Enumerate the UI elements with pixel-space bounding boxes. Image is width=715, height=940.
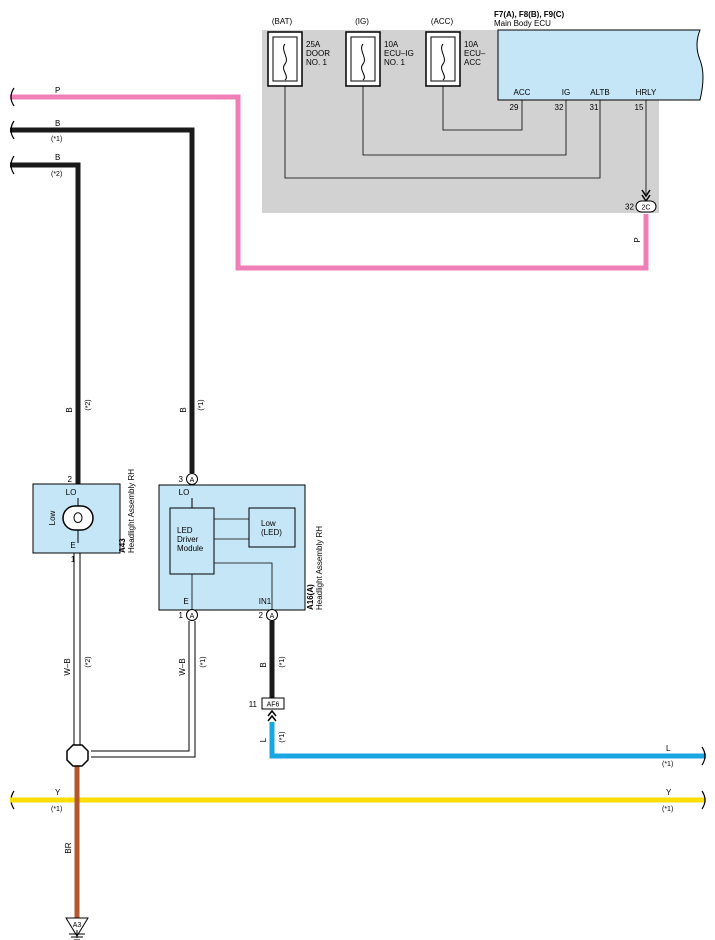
- wire-label-l-vertical: L: [259, 737, 268, 742]
- svg-text:AF6: AF6: [267, 702, 280, 709]
- ecu-name-label: Main Body ECU: [494, 19, 551, 28]
- junction-2c: 2C 32: [625, 189, 657, 213]
- svg-text:A3: A3: [73, 922, 82, 929]
- svg-text:LO: LO: [66, 488, 77, 497]
- svg-text:A: A: [270, 613, 275, 620]
- svg-text:Driver: Driver: [177, 535, 199, 544]
- ground-a3: A3: [65, 917, 89, 940]
- wire-wb-2: [73, 553, 81, 746]
- svg-text:ACC: ACC: [464, 58, 481, 67]
- wire-pink-p: [10, 94, 649, 271]
- svg-text:IN1: IN1: [259, 597, 272, 606]
- svg-text:(LED): (LED): [261, 528, 282, 537]
- svg-text:1: 1: [71, 555, 76, 564]
- wire-break-marks-left: [10, 87, 15, 810]
- main-body-ecu-box: [497, 29, 704, 101]
- svg-text:A: A: [190, 613, 195, 620]
- wire-label-p-top: P: [55, 86, 60, 95]
- ecu-pin-hrly-num: 15: [635, 103, 644, 112]
- headlight-assembly-a43: 2 LO Low E 1 A43 Headlight Assembly RH: [32, 469, 136, 564]
- wire-label-b2-mid-note: (*2): [85, 399, 92, 410]
- wire-label-b1-top: B: [55, 119, 60, 128]
- svg-text:1: 1: [179, 611, 184, 620]
- svg-text:3: 3: [179, 475, 184, 484]
- fuse-door-no1: 25A DOOR NO. 1: [267, 31, 330, 87]
- wire-label-b2-top: B: [55, 153, 60, 162]
- svg-text:Headlight Assembly RH: Headlight Assembly RH: [127, 469, 136, 553]
- fuse-ecuig-source: (IG): [355, 17, 369, 26]
- wire-label-wb1: W–B: [178, 658, 187, 675]
- ecu-pin-acc: ACC: [514, 88, 531, 97]
- ecu-pin-altb-num: 31: [590, 103, 599, 112]
- wire-label-wb2-note: (*2): [85, 656, 92, 667]
- svg-text:E: E: [183, 597, 188, 606]
- wire-label-b1-mid-note: (*1): [198, 399, 205, 410]
- svg-text:Low: Low: [48, 510, 57, 525]
- wire-label-br: BR: [64, 842, 73, 853]
- svg-text:E: E: [70, 541, 75, 550]
- splice-junction: [66, 744, 89, 767]
- fuse-ecu-ig-no1: 10A ECU–IG NO. 1: [345, 31, 414, 87]
- ecu-pin-ig: IG: [562, 88, 570, 97]
- wire-blue-l: [269, 722, 706, 759]
- svg-text:DOOR: DOOR: [306, 49, 330, 58]
- svg-text:32: 32: [625, 203, 634, 212]
- fuse-ecu-acc: 10A ECU– ACC: [425, 31, 486, 87]
- svg-text:2: 2: [259, 611, 264, 620]
- svg-text:A16(A): A16(A): [306, 584, 315, 610]
- wire-label-b-in1-note: (*1): [279, 656, 286, 667]
- svg-text:LO: LO: [179, 488, 190, 497]
- svg-text:Low: Low: [261, 519, 276, 528]
- svg-text:11: 11: [249, 700, 258, 709]
- svg-text:2C: 2C: [642, 205, 651, 212]
- wire-label-l-right: L: [666, 744, 671, 753]
- svg-text:A: A: [190, 477, 195, 484]
- svg-text:ECU–IG: ECU–IG: [384, 49, 414, 58]
- wire-label-p-vertical: P: [633, 237, 642, 242]
- svg-text:10A: 10A: [464, 40, 479, 49]
- wire-wb-1: [91, 621, 196, 758]
- wire-label-y-left-note: (*1): [51, 806, 62, 813]
- ecu-connectors-label: F7(A), F8(B), F9(C): [494, 10, 565, 19]
- ecu-pin-hrly: HRLY: [636, 88, 657, 97]
- svg-text:NO. 1: NO. 1: [306, 58, 327, 67]
- wire-break-marks-right: [701, 746, 706, 810]
- wire-label-b2-top-note: (*2): [51, 171, 62, 178]
- wire-label-y-right-note: (*1): [662, 806, 673, 813]
- wire-label-b2-mid: B: [65, 407, 74, 412]
- svg-text:ECU–: ECU–: [464, 49, 486, 58]
- svg-text:LED: LED: [177, 526, 193, 535]
- svg-text:10A: 10A: [384, 40, 399, 49]
- svg-text:Headlight Assembly RH: Headlight Assembly RH: [315, 526, 324, 610]
- svg-text:NO. 1: NO. 1: [384, 58, 405, 67]
- svg-text:2: 2: [68, 475, 73, 484]
- svg-text:25A: 25A: [306, 40, 321, 49]
- internal-ecu-wiring: [284, 86, 647, 194]
- ecu-pin-acc-num: 29: [510, 103, 519, 112]
- wire-label-wb1-note: (*1): [200, 656, 207, 667]
- headlight-assembly-a16: 3 A LO LED Driver Module Low (LED) E IN1…: [158, 473, 324, 621]
- svg-text:Module: Module: [177, 544, 204, 553]
- wire-label-b1-top-note: (*1): [51, 136, 62, 143]
- wire-label-y-right: Y: [666, 788, 672, 797]
- wire-label-l-right-note: (*1): [662, 761, 673, 768]
- wire-black-b2: [10, 162, 81, 484]
- ecu-pin-ig-num: 32: [555, 103, 564, 112]
- ecu-pin-altb: ALTB: [590, 88, 609, 97]
- connector-af6: AF6 11: [249, 697, 285, 722]
- fuse-door-source: (BAT): [272, 17, 293, 26]
- fuse-acc-source: (ACC): [431, 17, 454, 26]
- wire-label-b1-mid: B: [179, 407, 188, 412]
- wire-label-y-left: Y: [55, 788, 61, 797]
- wire-label-l-vertical-note: (*1): [279, 731, 286, 742]
- svg-text:A43: A43: [118, 538, 127, 553]
- wire-label-b-in1: B: [259, 662, 268, 667]
- wire-black-b1: [10, 127, 195, 473]
- wire-label-wb2: W–B: [63, 658, 72, 675]
